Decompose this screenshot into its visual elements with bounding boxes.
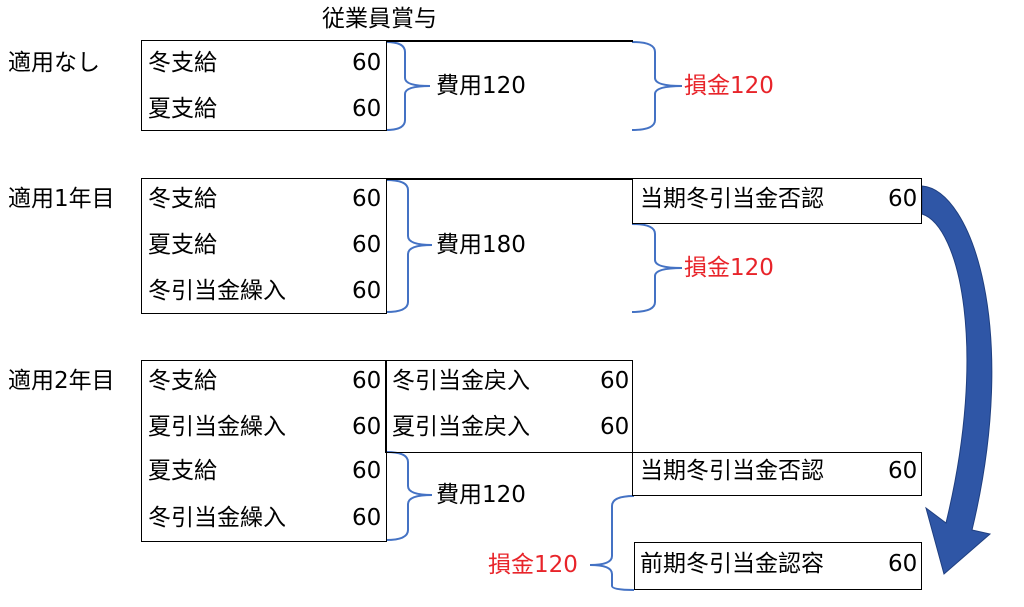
row-name: 冬支給 <box>148 186 217 212</box>
loss-bracket-1 <box>631 41 683 131</box>
section-label-1: 適用なし <box>8 50 100 76</box>
row-name: 夏支給 <box>148 96 217 122</box>
row-name: 夏支給 <box>148 458 217 484</box>
page-title: 従業員賞与 <box>322 6 437 32</box>
row-name: 夏引当金繰入 <box>148 414 286 440</box>
row-value: 60 <box>352 414 382 440</box>
row-value: 60 <box>352 50 382 76</box>
denial-box-3 <box>632 452 922 496</box>
loss-label-1: 損金120 <box>684 73 774 99</box>
denial-name: 当期冬引当金否認 <box>640 458 824 484</box>
expense-label-3: 費用120 <box>436 482 526 508</box>
row-name: 冬引当金繰入 <box>148 278 286 304</box>
row-value: 60 <box>352 368 382 394</box>
section-label-2: 適用1年目 <box>8 186 115 212</box>
row-value: 60 <box>352 458 382 484</box>
bonus-box-1 <box>141 40 387 131</box>
row-name: 夏支給 <box>148 232 217 258</box>
reversal-name: 夏引当金戻入 <box>392 414 530 440</box>
row-value: 60 <box>352 278 382 304</box>
bonus-box-2 <box>141 178 387 314</box>
carry-forward-arrow <box>921 185 993 575</box>
expense-label-2: 費用180 <box>436 232 526 258</box>
row-value: 60 <box>352 186 382 212</box>
loss-bracket-2 <box>631 223 683 313</box>
approval-box-3 <box>634 542 922 590</box>
expense-label-1: 費用120 <box>436 73 526 99</box>
approval-value: 60 <box>888 551 918 577</box>
reversal-value: 60 <box>600 414 630 440</box>
expense-bracket-2 <box>385 179 433 313</box>
section-label-3: 適用2年目 <box>8 368 115 394</box>
reversal-box-3 <box>385 360 633 453</box>
row-name: 冬支給 <box>148 368 217 394</box>
loss-label-2: 損金120 <box>684 255 774 281</box>
row-value: 60 <box>352 505 382 531</box>
denial-value: 60 <box>888 458 918 484</box>
reversal-value: 60 <box>600 368 630 394</box>
row-name: 冬支給 <box>148 50 217 76</box>
row-name: 冬引当金繰入 <box>148 505 286 531</box>
bonus-box-3 <box>141 360 387 542</box>
approval-name: 前期冬引当金認容 <box>640 551 824 577</box>
denial-value: 60 <box>888 186 918 212</box>
row-value: 60 <box>352 232 382 258</box>
loss-bracket-3 <box>589 495 635 591</box>
denial-box-2 <box>632 178 922 224</box>
loss-label-3: 損金120 <box>488 552 578 578</box>
expense-bracket-1 <box>385 41 431 131</box>
reversal-name: 冬引当金戻入 <box>392 368 530 394</box>
row-value: 60 <box>352 96 382 122</box>
divider-line <box>386 40 633 42</box>
denial-name: 当期冬引当金否認 <box>640 186 824 212</box>
expense-bracket-3 <box>385 451 433 541</box>
divider-line <box>386 178 633 180</box>
